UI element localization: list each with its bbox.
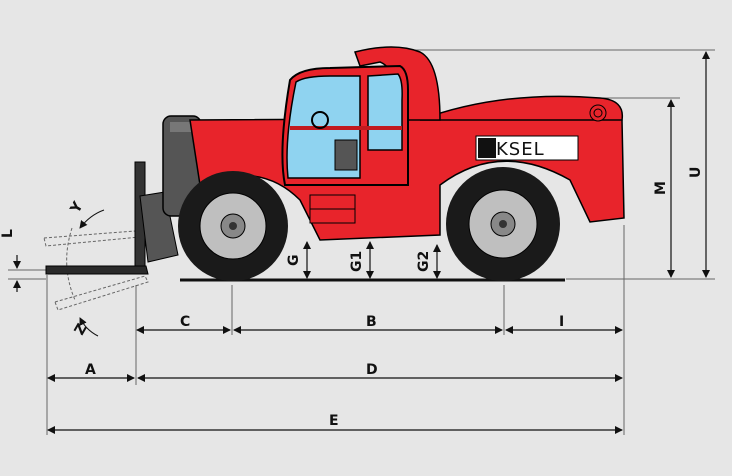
front-wheel — [178, 171, 288, 281]
label-z: Z — [72, 321, 91, 338]
label-d: D — [366, 362, 378, 378]
witness-lines — [8, 49, 715, 435]
label-g1: G1 — [349, 251, 365, 272]
label-m: M — [653, 181, 669, 195]
horizontal-dimensions — [47, 326, 623, 434]
label-l: L — [0, 229, 16, 238]
label-b: B — [366, 314, 377, 330]
label-y: Y — [67, 198, 87, 216]
brand-logo-text: KSEL — [496, 139, 545, 160]
label-g2: G2 — [416, 251, 432, 272]
label-e: E — [329, 413, 339, 429]
cab-side-glass — [367, 73, 403, 151]
label-c: C — [180, 314, 190, 330]
brand-logo-panel: KSEL — [475, 135, 579, 161]
label-i: I — [559, 314, 564, 330]
vertical-dimensions — [13, 51, 710, 292]
rear-wheel — [446, 167, 560, 281]
label-a: A — [85, 362, 96, 378]
label-u: U — [688, 167, 704, 178]
label-g: G — [286, 255, 302, 267]
fork-carriage — [45, 161, 179, 275]
cab — [281, 64, 409, 186]
arc-z — [79, 317, 99, 337]
arc-y — [79, 209, 105, 229]
